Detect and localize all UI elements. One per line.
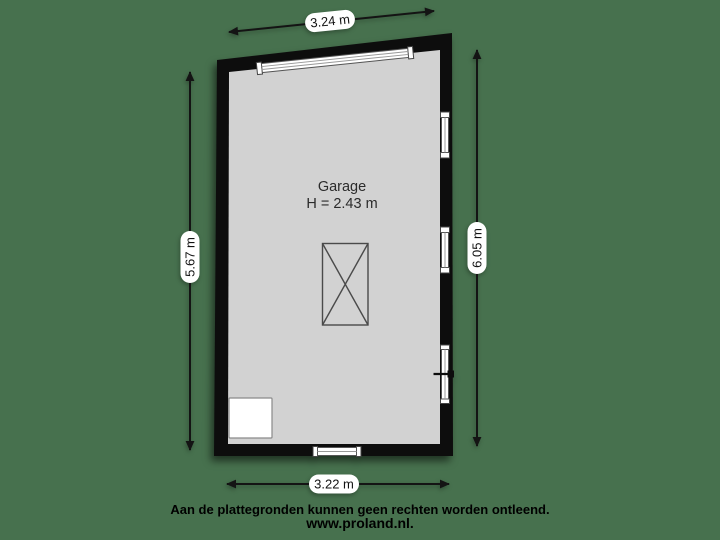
right-dimension-pill: 6.05 m [467,222,487,274]
left-dimension-label: 5.67 m [183,237,198,277]
garage-floor [228,50,440,444]
window-cap [356,446,362,457]
dimension-pill [467,222,487,274]
void-outline [321,242,369,326]
window-cap [440,226,450,233]
fixture-box [228,397,273,439]
top-window-glass-line [261,50,409,68]
dimension-pill [180,231,200,283]
right-window-1 [440,111,450,159]
window-cap [440,152,450,159]
bottom-dimension-pill: 3.22 m [309,474,359,494]
left-dimension-pill: 5.67 m [180,231,200,283]
top-window-glass-line [261,53,409,71]
window-cap [312,446,318,457]
garage-plan [214,33,454,457]
bottom-window [312,446,362,457]
right-dimension-label: 6.05 m [470,228,485,268]
top-dimension-label: 3.24 m [309,11,350,30]
crossed-rectangle-symbol [321,242,369,326]
void-diagonal [321,243,369,326]
dimension-annotations: 3.24 m 5.67 m 6.05 m 3.22 m [180,7,487,494]
window-pivot-knob [447,370,454,378]
top-window-glass [260,47,410,74]
top-window [255,45,415,76]
dimension-pill [309,474,359,494]
window-cap [440,344,450,350]
room-name-label: Garage [318,179,366,195]
window-cap [440,398,450,404]
window-cap [440,111,450,118]
footer: Aan de plattegronden kunnen geen rechten… [170,502,549,531]
dimension-pill [305,9,355,33]
website-text: www.proland.nl. [305,515,414,531]
top-dimension-pill: 3.24 m [305,9,355,33]
room-height-label: H = 2.43 m [306,196,377,212]
right-window-2 [440,226,450,274]
window-cap [440,267,450,274]
bottom-dimension-label: 3.22 m [314,477,354,492]
disclaimer-text: Aan de plattegronden kunnen geen rechten… [170,502,549,517]
right-window-3 [433,344,454,404]
room-labels: Garage H = 2.43 m [306,179,377,212]
